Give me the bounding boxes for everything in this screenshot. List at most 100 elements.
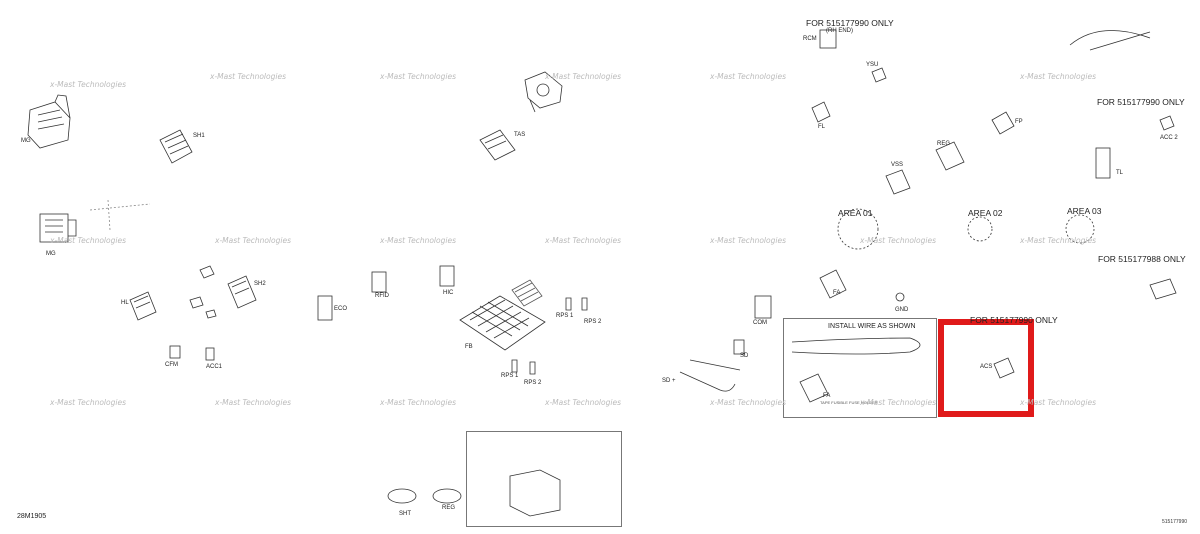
label-mg-top: MG — [21, 138, 31, 144]
heading-only-red: FOR 515177990 ONLY — [970, 315, 1058, 325]
label-vss: VSS — [891, 162, 904, 168]
label-tas: TAS — [514, 132, 526, 138]
acc1-connector-icon — [205, 347, 215, 361]
label-reg: REG — [937, 141, 951, 147]
watermark: x-Mast Technologies — [50, 236, 126, 245]
label-sd-plus: SD + — [662, 378, 676, 384]
watermark: x-Mast Technologies — [545, 398, 621, 407]
label-rps2-top: RPS 2 — [584, 319, 602, 325]
watermark: x-Mast Technologies — [710, 236, 786, 245]
watermark: x-Mast Technologies — [215, 236, 291, 245]
label-com: COM — [753, 320, 767, 326]
acs-connector-icon — [993, 357, 1015, 379]
area-01-circle-icon — [837, 208, 879, 250]
hl-connector-icon — [129, 291, 157, 321]
label-sht: SHT — [399, 511, 411, 517]
watermark: x-Mast Technologies — [380, 398, 456, 407]
watermark: x-Mast Technologies — [380, 236, 456, 245]
gnd-terminal-icon — [895, 292, 905, 302]
label-sh2: SH2 — [254, 281, 266, 287]
watermark: x-Mast Technologies — [215, 398, 291, 407]
label-gnd: GND — [895, 307, 909, 313]
install-wire-box — [783, 318, 937, 418]
label-acs: ACS — [980, 364, 993, 370]
label-rps1-bottom: RPS 1 — [501, 373, 519, 379]
connector-515177988-icon — [1149, 278, 1177, 300]
heading-only-top: FOR 515177990 ONLY — [806, 18, 894, 28]
tas-connector-icon — [479, 129, 516, 161]
mg-connector-top-icon — [27, 94, 71, 149]
watermark: x-Mast Technologies — [545, 236, 621, 245]
watermark: x-Mast Technologies — [710, 398, 786, 407]
acc2-connector-icon — [1159, 115, 1175, 131]
actuator-top-icon — [524, 71, 563, 113]
label-rfid: RFID — [375, 293, 389, 299]
heading-only-right1: FOR 515177990 ONLY — [1097, 97, 1185, 107]
part-number: 515177990 — [1162, 519, 1188, 525]
label-reg2: REG — [442, 505, 456, 511]
label-fl: FL — [818, 124, 826, 130]
com-connector-icon — [754, 295, 772, 319]
heading-install-wire: INSTALL WIRE AS SHOWN — [828, 323, 916, 330]
fa-connector-icon — [819, 269, 847, 299]
label-hl: HL — [121, 300, 129, 306]
label-ysu: YSU — [866, 62, 879, 68]
label-eco: ECO — [334, 306, 348, 312]
watermark: x-Mast Technologies — [210, 72, 286, 81]
sd-plus-cable-icon — [679, 359, 741, 392]
label-fb: FB — [465, 344, 473, 350]
cfm-connector-icon — [169, 345, 181, 359]
heading-only-top-sub: (RH END) — [826, 28, 853, 34]
label-fa-note: TAPE FUSIBLE FUSE HOLDER — [820, 400, 878, 405]
fuse-box-icon — [459, 295, 546, 351]
label-fp: FP — [1015, 119, 1023, 125]
vss-connector-icon — [885, 169, 911, 195]
watermark: x-Mast Technologies — [860, 236, 936, 245]
ysu-connector-icon — [871, 67, 887, 83]
highlight-box — [938, 319, 1034, 417]
hic-connector-icon — [439, 265, 455, 287]
rcm-connector-icon — [819, 29, 837, 49]
label-fa-top: FA — [833, 290, 841, 296]
rps-sensor-bottom-icon — [511, 359, 536, 375]
watermark: x-Mast Technologies — [1020, 72, 1096, 81]
label-tl: TL — [1116, 170, 1124, 176]
fp-connector-icon — [991, 111, 1015, 135]
area-03-circle-icon — [1065, 214, 1095, 244]
hatched-patch-icon — [511, 279, 543, 307]
fl-connector-icon — [811, 101, 831, 123]
tl-sensor-icon — [1095, 147, 1111, 179]
watermark: x-Mast Technologies — [380, 72, 456, 81]
label-fa-box: FA — [823, 393, 831, 399]
cable-top-right-icon — [1069, 30, 1151, 51]
area-02-circle-icon — [967, 216, 993, 242]
area-03-label: AREA 03 — [1067, 206, 1102, 216]
rfid-connector-icon — [371, 271, 387, 293]
watermark: x-Mast Technologies — [545, 72, 621, 81]
label-cfm: CFM — [165, 362, 178, 368]
sh1-connector-icon — [159, 129, 193, 164]
watermark: x-Mast Technologies — [710, 72, 786, 81]
label-sd: SD — [740, 353, 749, 359]
install-wire-tube-icon — [791, 337, 921, 355]
rps-sensor-top-icon — [565, 297, 588, 311]
watermark: x-Mast Technologies — [860, 398, 936, 407]
label-hic: HIC — [443, 290, 454, 296]
area-01-label: AREA 01 — [838, 208, 873, 218]
sd-connector-icon — [733, 339, 745, 355]
bottom-module-icon — [509, 469, 561, 517]
eco-connector-icon — [317, 295, 333, 321]
watermark: x-Mast Technologies — [50, 80, 126, 89]
heading-only-right2: FOR 515177988 ONLY — [1098, 254, 1186, 264]
watermark: x-Mast Technologies — [50, 398, 126, 407]
label-acc2: ACC 2 — [1160, 135, 1178, 141]
label-sh1: SH1 — [193, 133, 205, 139]
fa-fuse-holder-icon — [799, 373, 829, 403]
bottom-detail-box — [466, 431, 622, 527]
label-acc1: ACC1 — [206, 364, 223, 370]
label-rcm: RCM — [803, 36, 817, 42]
label-rps1-top: RPS 1 — [556, 313, 574, 319]
mg-connector-lower-icon — [39, 213, 77, 243]
